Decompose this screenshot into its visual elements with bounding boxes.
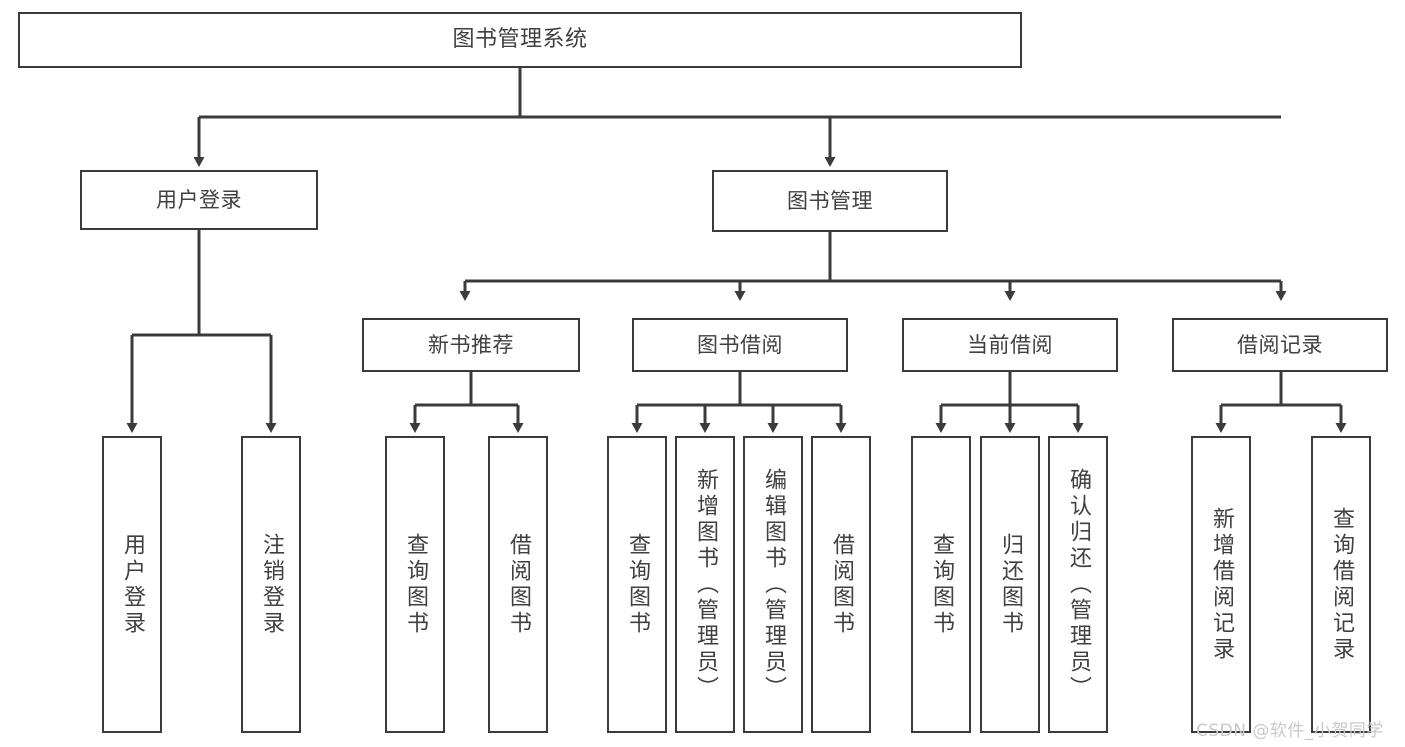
- leaf-query-book-recommend[interactable]: 查询图书: [385, 436, 445, 733]
- node-label: 注销登录: [259, 532, 284, 637]
- node-label: 新书推荐: [428, 332, 514, 357]
- node-label: 用户登录: [156, 187, 242, 212]
- node-label: 查询图书: [929, 532, 954, 637]
- leaf-query-book-borrow[interactable]: 查询图书: [607, 436, 667, 733]
- leaf-borrow-book-recommend[interactable]: 借阅图书: [488, 436, 548, 733]
- node-label: 新增图书（管理员）: [693, 467, 718, 702]
- node-book-borrow[interactable]: 图书借阅: [632, 318, 848, 372]
- leaf-return-book[interactable]: 归还图书: [980, 436, 1040, 733]
- node-borrow-record[interactable]: 借阅记录: [1172, 318, 1388, 372]
- node-label: 查询借阅记录: [1329, 506, 1354, 663]
- leaf-logout[interactable]: 注销登录: [241, 436, 301, 733]
- node-book-management[interactable]: 图书管理: [712, 170, 948, 232]
- node-new-book-recommend[interactable]: 新书推荐: [362, 318, 580, 372]
- leaf-add-borrow-record[interactable]: 新增借阅记录: [1191, 436, 1251, 733]
- leaf-edit-book-admin[interactable]: 编辑图书（管理员）: [743, 436, 803, 733]
- leaf-add-book-admin[interactable]: 新增图书（管理员）: [675, 436, 735, 733]
- node-label: 确认归还（管理员）: [1066, 467, 1091, 702]
- leaf-user-login[interactable]: 用户登录: [102, 436, 162, 733]
- leaf-query-book-current[interactable]: 查询图书: [911, 436, 971, 733]
- node-label: 新增借阅记录: [1209, 506, 1234, 663]
- node-label: 借阅记录: [1237, 332, 1323, 357]
- node-label: 借阅图书: [506, 532, 531, 637]
- node-label: 归还图书: [998, 532, 1023, 637]
- node-root-system[interactable]: 图书管理系统: [18, 12, 1022, 68]
- leaf-query-borrow-record[interactable]: 查询借阅记录: [1311, 436, 1371, 733]
- node-user-login[interactable]: 用户登录: [80, 170, 318, 230]
- node-label: 编辑图书（管理员）: [761, 467, 786, 702]
- node-label: 查询图书: [625, 532, 650, 637]
- node-label: 图书借阅: [697, 332, 783, 357]
- node-current-borrow[interactable]: 当前借阅: [902, 318, 1118, 372]
- leaf-borrow-book[interactable]: 借阅图书: [811, 436, 871, 733]
- node-label: 查询图书: [403, 532, 428, 637]
- csdn-watermark: CSDN @软件_小贺同学: [1196, 721, 1384, 741]
- node-label: 图书管理系统: [452, 27, 588, 53]
- node-label: 当前借阅: [967, 332, 1053, 357]
- node-label: 借阅图书: [829, 532, 854, 637]
- node-label: 图书管理: [787, 188, 873, 213]
- node-label: 用户登录: [120, 532, 145, 637]
- leaf-confirm-return-admin[interactable]: 确认归还（管理员）: [1048, 436, 1108, 733]
